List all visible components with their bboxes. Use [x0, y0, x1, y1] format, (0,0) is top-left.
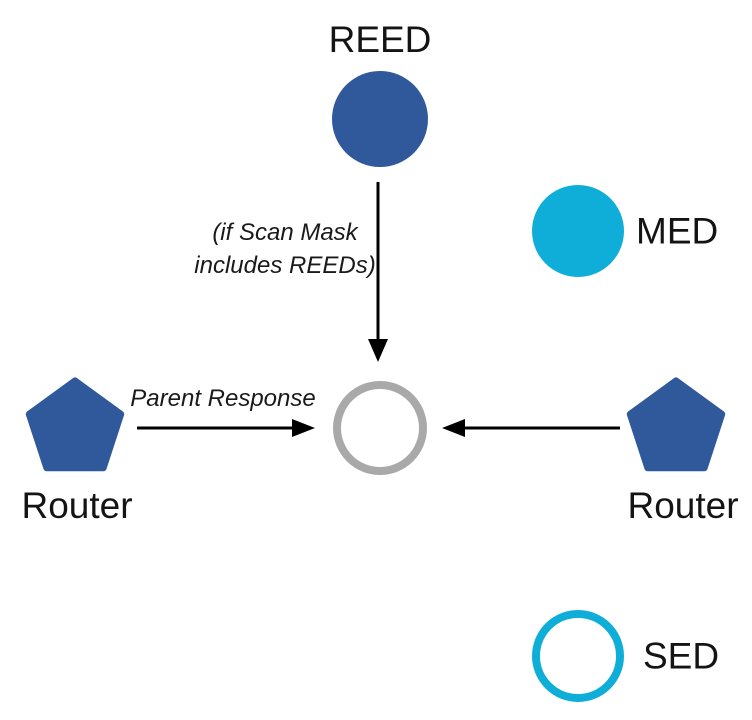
- router-left-to-center-arrow: [137, 419, 315, 437]
- med-node-circle: [532, 185, 624, 277]
- reed-to-center-arrow: [368, 182, 388, 362]
- router-right-pentagon: [626, 377, 726, 472]
- sed-node-circle: [532, 610, 624, 702]
- scan-mask-annotation-line2: includes REEDs): [194, 252, 376, 279]
- reed-node-circle: [332, 71, 428, 167]
- center-node-circle: [333, 381, 427, 475]
- router-right-label: Router: [627, 485, 739, 526]
- parent-response-annotation: Parent Response: [130, 385, 316, 412]
- reed-label: REED: [328, 19, 432, 60]
- router-left-pentagon: [25, 377, 125, 472]
- scan-mask-annotation-line1: (if Scan Mask: [212, 219, 358, 246]
- med-label: MED: [636, 210, 719, 252]
- router-right-to-center-arrow: [442, 419, 620, 437]
- scan-mask-annotation: (if Scan Mask includes REEDs): [194, 216, 375, 282]
- router-left-label: Router: [21, 485, 133, 526]
- sed-label: SED: [643, 635, 720, 677]
